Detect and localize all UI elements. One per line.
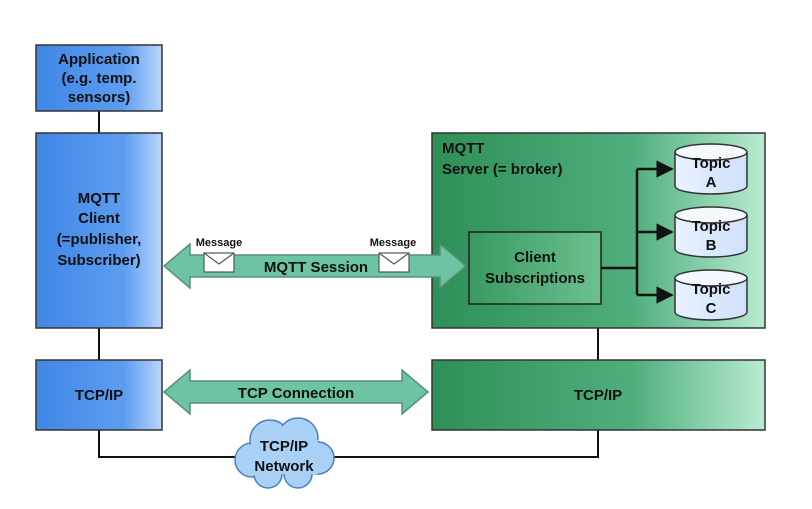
message-right: Message [370,237,416,273]
subscriptions-line1: Client [514,249,556,266]
tcp-left-label: TCP/IP [75,387,123,404]
tcp-ip-client-box: TCP/IP [35,359,163,431]
topic-c-line2: C [706,300,717,317]
application-line2: (e.g. temp. [61,70,136,87]
client-subscriptions-box: Client Subscriptions [468,231,602,305]
topic-branches [601,160,674,304]
network-line2: Network [254,458,314,475]
mqtt-client-box: MQTT Client (=publisher, Subscriber) [35,132,163,329]
network-cloud-icon: TCP/IP Network [234,417,335,489]
connector-lines [98,111,599,458]
tcp-ip-server-box: TCP/IP [431,359,766,431]
topic-c-cylinder: Topic C [674,269,748,321]
topic-a-cylinder: Topic A [674,143,748,195]
client-line4: Subscriber) [57,252,140,269]
message-left-label: Message [196,237,242,249]
topic-c-line1: Topic [692,281,731,298]
topic-b-cylinder: Topic B [674,206,748,258]
mqtt-session-label: MQTT Session [264,259,368,276]
topic-a-line1: Topic [692,155,731,172]
client-line2: Client [78,210,120,227]
network-line1: TCP/IP [260,438,308,455]
tcp-connection-label: TCP Connection [238,385,354,402]
application-line1: Application [58,51,140,68]
message-left: Message [196,237,242,273]
topic-b-line2: B [706,237,717,254]
server-line2: Server (= broker) [442,161,562,178]
application-box: Application (e.g. temp. sensors) [35,44,163,112]
server-line1: MQTT [442,140,485,157]
tcp-connection-arrow: TCP Connection [162,368,430,416]
subscriptions-line2: Subscriptions [485,270,585,287]
message-right-label: Message [370,237,416,249]
client-line1: MQTT [78,190,121,207]
envelope-icon [378,252,410,273]
application-line3: sensors) [68,89,131,106]
tcp-right-label: TCP/IP [574,387,622,404]
topic-a-line2: A [706,174,717,191]
client-line3: (=publisher, [57,231,142,248]
envelope-icon [203,252,235,273]
topic-b-line1: Topic [692,218,731,235]
